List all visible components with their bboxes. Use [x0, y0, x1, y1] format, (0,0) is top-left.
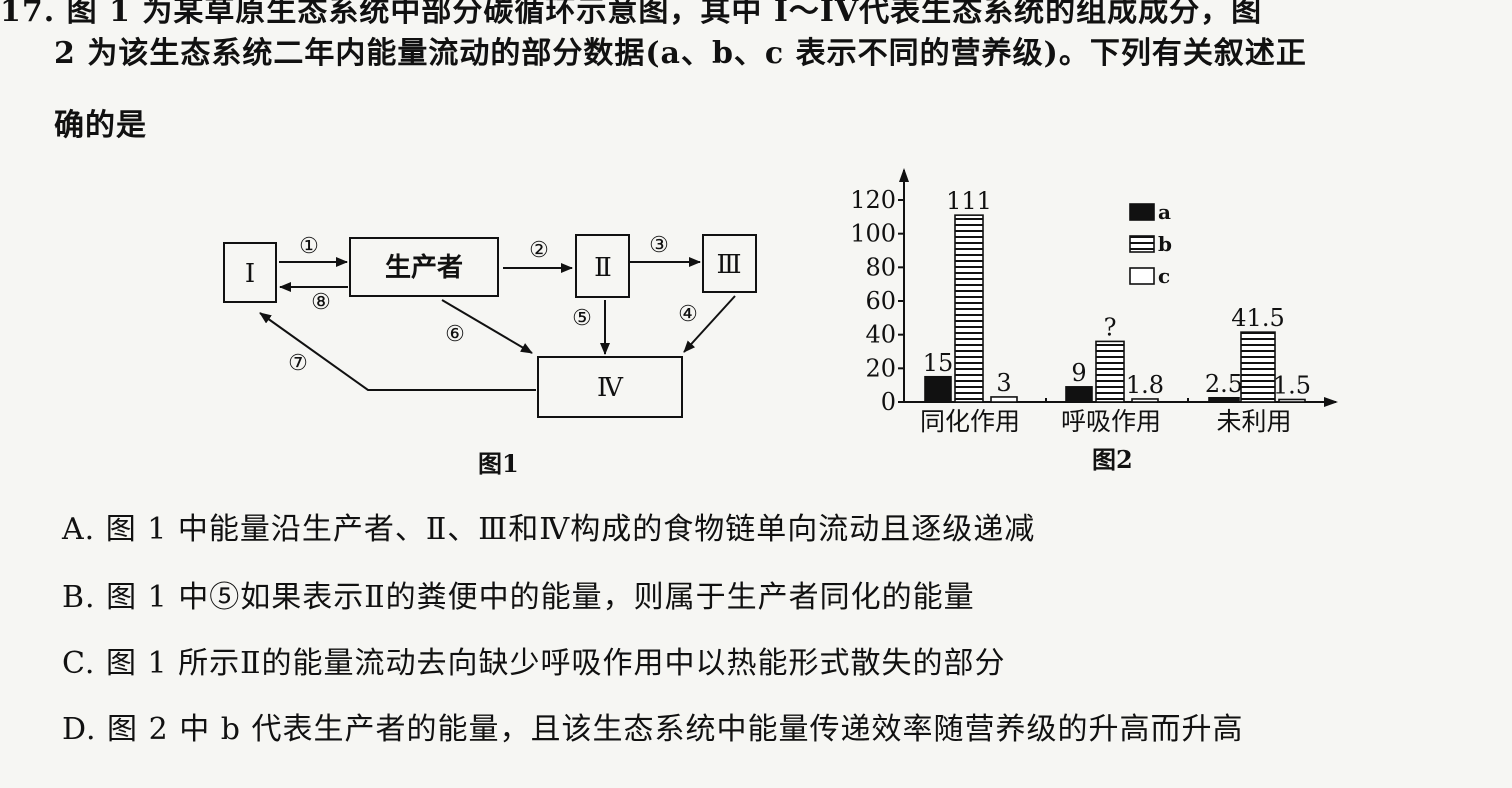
arrow-7-label: ⑦: [288, 351, 308, 376]
bar-a-1: [1065, 386, 1093, 403]
bar-b-2: [1240, 331, 1276, 403]
data-label: ?: [1104, 313, 1117, 341]
data-label: 41.5: [1231, 304, 1284, 332]
question-stem-line3: 确的是: [54, 108, 147, 143]
option-c[interactable]: C. 图 1 所示Ⅱ的能量流动去向缺少呼吸作用中以热能形式散失的部分: [62, 646, 1006, 681]
x-tick-label: 未利用: [1216, 407, 1291, 436]
arrow-4-label: ④: [678, 302, 698, 327]
legend-label-a: a: [1158, 200, 1171, 224]
bar-b-1: [1095, 340, 1125, 403]
bar-b-0: [954, 214, 984, 403]
arrow-1-label: ①: [299, 234, 319, 259]
data-label: 111: [946, 187, 992, 215]
legend-label-c: c: [1158, 264, 1170, 288]
box-I: [223, 242, 277, 303]
bar-a-0: [924, 375, 952, 403]
box-producer-label: 生产者: [385, 253, 463, 283]
data-label: 15: [923, 349, 954, 377]
box-producer: [349, 237, 499, 297]
figure2-caption: 图2: [1092, 445, 1133, 474]
y-tick-label: 40: [865, 321, 896, 349]
arrow-5-label: ⑤: [572, 306, 592, 331]
box-III-label: Ⅲ: [716, 250, 741, 280]
y-tick-label: 60: [865, 287, 896, 315]
legend-swatch-a: [1129, 203, 1155, 221]
y-tick-label: 20: [865, 354, 896, 382]
arrow-8-label: ⑧: [311, 290, 331, 315]
legend-label-b: b: [1158, 232, 1172, 256]
data-label: 3: [996, 369, 1011, 397]
arrow-3-label: ③: [649, 233, 669, 258]
box-I-label: I: [245, 259, 255, 289]
box-IV-label: Ⅳ: [597, 373, 624, 403]
box-IV: [537, 356, 683, 418]
arrow-6-label: ⑥: [445, 322, 465, 347]
option-a[interactable]: A. 图 1 中能量沿生产者、Ⅱ、Ⅲ和Ⅳ构成的食物链单向流动且逐级递减: [62, 512, 1036, 547]
figure1-caption: 图1: [478, 449, 519, 478]
data-label: 1.8: [1126, 371, 1164, 399]
bar-c-1: [1131, 398, 1159, 403]
bar-c-2: [1278, 398, 1306, 403]
question-stem-line2: 2 为该生态系统二年内能量流动的部分数据(a、b、c 表示不同的营养级)。下列有…: [54, 36, 1307, 71]
arrow-4: [683, 295, 736, 353]
data-label: 1.5: [1273, 371, 1311, 399]
data-label: 2.5: [1205, 370, 1243, 398]
y-tick-label: 100: [850, 220, 896, 248]
arrow-2-label: ②: [529, 238, 549, 263]
option-b[interactable]: B. 图 1 中⑤如果表示Ⅱ的粪便中的能量，则属于生产者同化的能量: [62, 580, 975, 615]
arrow-7: [259, 312, 536, 391]
box-II-label: Ⅱ: [594, 253, 612, 283]
legend-swatch-b: [1129, 235, 1155, 253]
legend-swatch-c: [1129, 267, 1155, 285]
arrow-6: [441, 299, 533, 354]
box-III: [702, 234, 757, 293]
y-tick-label: 120: [850, 186, 896, 214]
question-stem-line1: 17. 图 1 为某草原生态系统中部分碳循环示意图，其中 I～IV代表生态系统的…: [0, 0, 1263, 29]
data-label: 9: [1071, 359, 1086, 387]
box-II: [575, 234, 630, 298]
y-tick-label: 0: [881, 388, 896, 416]
bar-a-2: [1208, 396, 1240, 403]
x-tick-label: 呼吸作用: [1061, 407, 1161, 436]
bar-c-0: [990, 396, 1018, 403]
x-tick-label: 同化作用: [920, 407, 1020, 436]
y-tick-label: 80: [865, 253, 896, 281]
option-d[interactable]: D. 图 2 中 b 代表生产者的能量，且该生态系统中能量传递效率随营养级的升高…: [62, 712, 1244, 747]
